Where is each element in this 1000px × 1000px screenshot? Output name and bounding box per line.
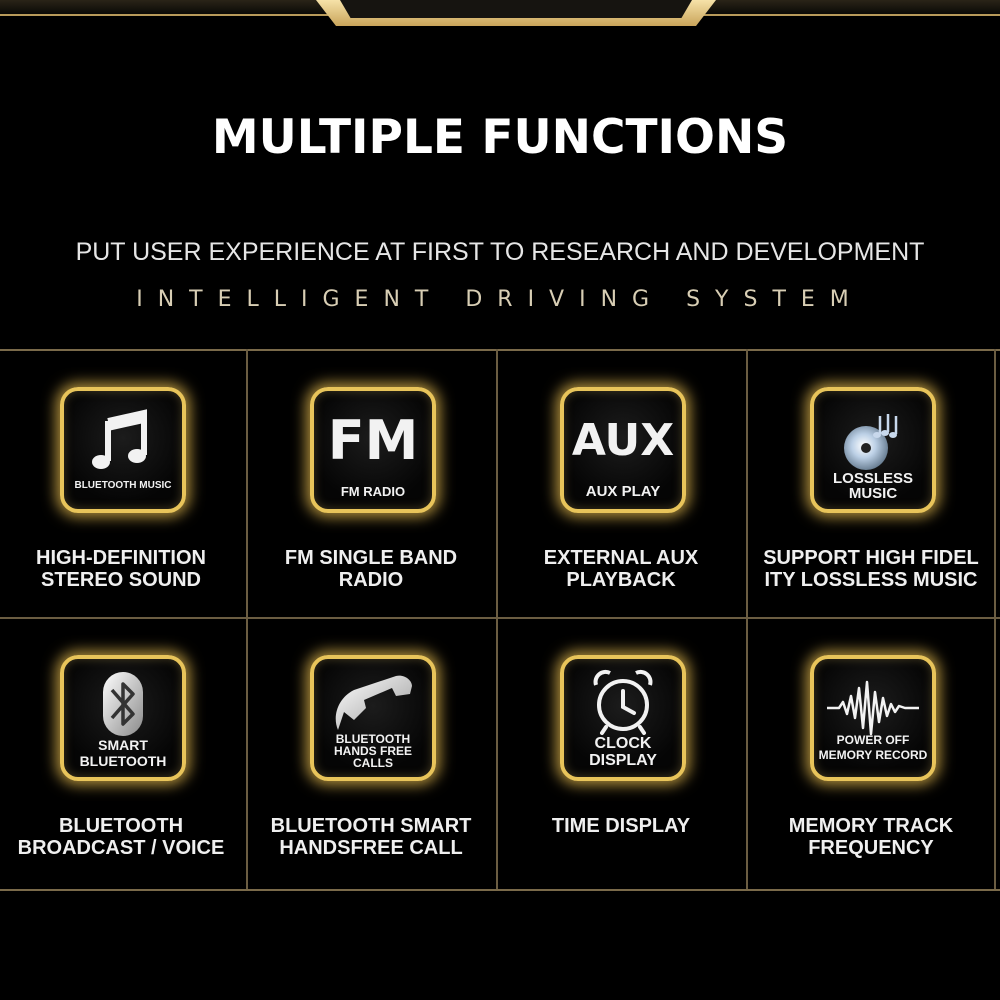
icon-label: CLOCK DISPLAY bbox=[589, 735, 657, 769]
feature-fm-radio: FM FM RADIO FM SINGLE BAND RADIO bbox=[246, 351, 496, 619]
grid-divider bbox=[746, 349, 748, 889]
icon-tile: SMART BLUETOOTH bbox=[60, 655, 186, 781]
feature-caption: FM SINGLE BAND RADIO bbox=[284, 547, 458, 591]
feature-memory-record: POWER OFF MEMORY RECORD MEMORY TRACK FRE… bbox=[746, 619, 996, 887]
icon-tile: POWER OFF MEMORY RECORD bbox=[810, 655, 936, 781]
sound-wave-icon bbox=[814, 667, 932, 749]
icon-tile: AUX AUX PLAY bbox=[560, 387, 686, 513]
icon-label: SMART BLUETOOTH bbox=[79, 737, 167, 769]
tagline: INTELLIGENT DRIVING SYSTEM bbox=[136, 287, 864, 312]
feature-smart-bluetooth: SMART BLUETOOTH BLUETOOTH BROADCAST / VO… bbox=[0, 619, 246, 887]
feature-caption: HIGH-DEFINITION STEREO SOUND bbox=[36, 547, 206, 591]
icon-label: AUX PLAY bbox=[585, 483, 661, 500]
music-note-icon bbox=[64, 399, 182, 481]
bluetooth-icon bbox=[64, 663, 182, 745]
icon-label: BLUETOOTH MUSIC bbox=[74, 480, 172, 491]
alarm-clock-icon bbox=[564, 661, 682, 743]
phone-handset-icon bbox=[314, 663, 432, 745]
feature-caption: BLUETOOTH SMART HANDSFREE CALL bbox=[270, 815, 472, 859]
icon-tile: FM FM RADIO bbox=[310, 387, 436, 513]
feature-caption: SUPPORT HIGH FIDEL ITY LOSSLESS MUSIC bbox=[763, 547, 979, 591]
feature-lossless-music: LOSSLESS MUSIC SUPPORT HIGH FIDEL ITY LO… bbox=[746, 351, 996, 619]
feature-hands-free-calls: BLUETOOTH HANDS FREE CALLS BLUETOOTH SMA… bbox=[246, 619, 496, 887]
grid-divider bbox=[994, 349, 996, 889]
icon-tile: LOSSLESS MUSIC bbox=[810, 387, 936, 513]
fm-icon: FM bbox=[327, 408, 419, 472]
icon-label: FM RADIO bbox=[340, 484, 406, 499]
feature-grid bbox=[0, 349, 1000, 891]
aux-icon: AUX bbox=[571, 414, 675, 466]
icon-label: BLUETOOTH HANDS FREE CALLS bbox=[333, 732, 412, 770]
feature-caption: MEMORY TRACK FREQUENCY bbox=[788, 815, 954, 859]
disc-music-icon bbox=[814, 399, 932, 481]
icon-tile: BLUETOOTH HANDS FREE CALLS bbox=[310, 655, 436, 781]
feature-aux-play: AUX AUX PLAY EXTERNAL AUX PLAYBACK bbox=[496, 351, 746, 619]
top-frame-tab-inner bbox=[340, 0, 692, 18]
icon-label: LOSSLESS MUSIC bbox=[832, 470, 914, 502]
grid-divider bbox=[246, 349, 248, 889]
feature-clock-display: CLOCK DISPLAY TIME DISPLAY bbox=[496, 619, 746, 887]
page-subtitle: PUT USER EXPERIENCE AT FIRST TO RESEARCH… bbox=[75, 238, 925, 266]
feature-bluetooth-music: BLUETOOTH MUSIC HIGH-DEFINITION STEREO S… bbox=[0, 351, 246, 619]
grid-divider bbox=[496, 349, 498, 889]
feature-caption: TIME DISPLAY bbox=[551, 815, 691, 837]
grid-divider bbox=[0, 617, 1000, 619]
icon-tile: CLOCK DISPLAY bbox=[560, 655, 686, 781]
feature-caption: BLUETOOTH BROADCAST / VOICE bbox=[17, 815, 225, 859]
feature-caption: EXTERNAL AUX PLAYBACK bbox=[543, 547, 699, 591]
icon-tile: BLUETOOTH MUSIC bbox=[60, 387, 186, 513]
icon-label: POWER OFF MEMORY RECORD bbox=[818, 733, 928, 762]
page-title: MULTIPLE FUNCTIONS bbox=[211, 110, 789, 165]
